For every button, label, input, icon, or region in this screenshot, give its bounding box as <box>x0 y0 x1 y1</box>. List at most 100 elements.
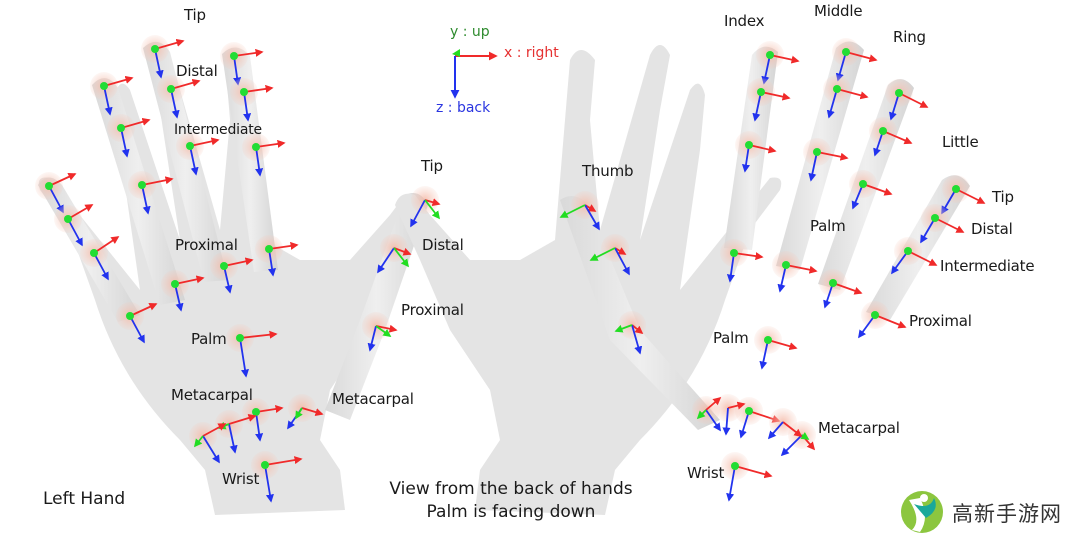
right-label-wrist: Wrist <box>687 464 725 482</box>
watermark: 高新手游网 <box>946 498 1062 528</box>
joint-origin-dot <box>833 85 841 93</box>
joint-origin-dot <box>252 408 260 416</box>
right-label-index: Index <box>724 12 765 30</box>
x-axis-arrow <box>255 139 286 148</box>
joint <box>189 422 227 464</box>
z-axis-arrow <box>129 315 145 344</box>
joint <box>803 138 849 182</box>
joint-origin-dot <box>871 311 879 319</box>
x-axis-arrow <box>785 264 818 274</box>
joint-origin-dot <box>230 52 238 60</box>
x-axis-arrow <box>375 324 398 333</box>
left-label-tip: Tip <box>184 6 206 24</box>
x-axis-arrow <box>268 241 299 250</box>
z-axis-arrow <box>722 407 731 436</box>
x-axis-arrow <box>816 151 849 161</box>
x-axis-arrow <box>767 339 798 351</box>
x-axis-arrow <box>631 324 644 335</box>
z-axis-arrow <box>741 144 750 173</box>
joint <box>35 172 77 214</box>
joint <box>920 204 965 244</box>
z-axis-arrow <box>777 264 787 293</box>
z-axis-arrow <box>239 337 249 378</box>
x-axis-arrow <box>129 303 158 317</box>
joint <box>220 42 264 86</box>
x-axis-arrow <box>836 88 869 100</box>
x-axis-arrow <box>154 38 185 50</box>
left-middle-finger <box>143 41 228 282</box>
x-axis-arrow <box>748 144 777 154</box>
joint-origin-dot <box>64 215 72 223</box>
joint-origin-dot <box>731 462 739 470</box>
z-axis-arrow <box>726 252 735 283</box>
x-axis-arrow <box>393 247 412 256</box>
x-axis-arrow <box>727 401 746 410</box>
right-label-palm-lower: Palm <box>713 329 749 347</box>
left-hand-title: Left Hand <box>43 489 126 509</box>
x-axis-arrow <box>233 48 264 57</box>
legend-y-label: y : up <box>450 24 490 40</box>
z-axis-arrow <box>233 55 242 86</box>
left-label-intermediate: Intermediate <box>174 122 262 138</box>
x-axis-arrow <box>301 407 324 417</box>
x-axis-arrow <box>907 250 938 266</box>
z-axis-arrow <box>264 464 274 503</box>
joint-origin-dot <box>813 148 821 156</box>
joint-origin-dot <box>757 88 765 96</box>
joint <box>721 452 773 502</box>
x-axis-arrow <box>934 217 965 233</box>
x-axis-arrow <box>202 423 227 437</box>
joint <box>116 302 158 344</box>
left-label-distal: Distal <box>176 62 218 80</box>
caption-line-2: Palm is facing down <box>426 502 596 522</box>
x-axis-arrow <box>228 414 257 425</box>
z-axis-arrow <box>154 48 164 79</box>
caption-line-1: View from the back of hands <box>389 479 633 499</box>
right-label-metacarpal: Metacarpal <box>818 419 900 437</box>
z-axis-arrow <box>174 283 184 312</box>
joint-origin-dot <box>138 181 146 189</box>
joint-origin-dot <box>829 279 837 287</box>
joint-origin-dot <box>90 249 98 257</box>
joint <box>176 132 220 176</box>
joint-origin-dot <box>904 247 912 255</box>
joint <box>869 117 913 157</box>
right-label-intermediate: Intermediate <box>940 257 1035 275</box>
x-axis-arrow <box>120 117 151 129</box>
joint-origin-dot <box>859 180 867 188</box>
x-axis-arrow <box>424 198 441 207</box>
joint-origin-dot <box>952 185 960 193</box>
x-axis-arrow <box>955 188 986 204</box>
joint <box>559 191 600 231</box>
right-label-tip: Tip <box>992 188 1014 206</box>
joint <box>226 324 278 378</box>
z-axis-arrow <box>255 411 264 442</box>
z-axis-arrow <box>752 91 762 122</box>
x-axis-arrow <box>769 54 800 64</box>
x-axis-arrow <box>862 183 893 196</box>
y-axis-arrow <box>614 324 633 333</box>
joint-origin-dot <box>879 127 887 135</box>
z-axis-arrow <box>889 92 900 121</box>
z-axis-arrow <box>584 204 600 231</box>
joint <box>255 235 299 277</box>
joint <box>141 35 185 79</box>
z-axis-arrow <box>189 145 199 176</box>
joint-markers <box>35 35 986 503</box>
joint-origin-dot <box>252 143 260 151</box>
joint-origin-dot <box>45 182 53 190</box>
joint <box>891 237 938 275</box>
joint <box>242 133 286 177</box>
z-axis-arrow <box>631 324 643 355</box>
legend-x-label: x : right <box>504 45 559 61</box>
left-index-finger <box>222 47 278 272</box>
z-axis-arrow <box>93 252 109 281</box>
z-axis-arrow <box>808 151 818 182</box>
joint <box>107 114 151 158</box>
joint-origin-dot <box>220 262 228 270</box>
x-axis-arrow <box>48 173 77 187</box>
z-axis-arrow <box>170 88 180 119</box>
x-axis-arrow <box>874 314 907 329</box>
joint-origin-dot <box>117 124 125 132</box>
left-label-metacarpal: Metacarpal <box>171 386 253 404</box>
